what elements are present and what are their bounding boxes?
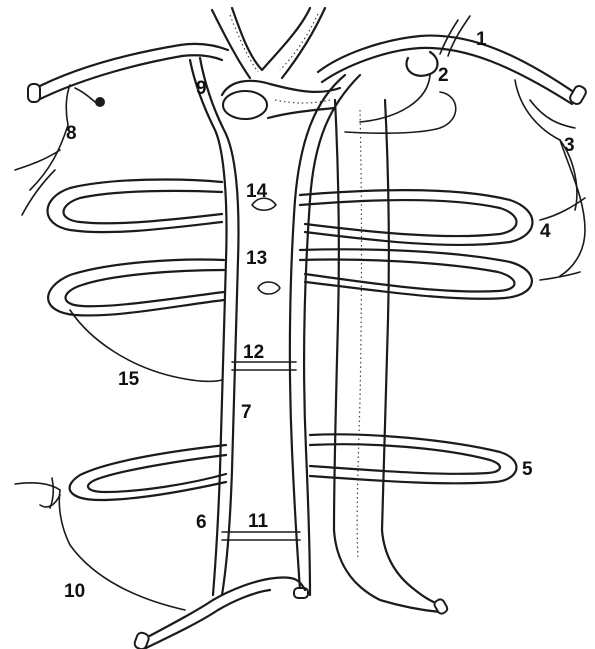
arch-bore [223,91,267,119]
label-12: 12 [243,343,264,362]
label-7: 7 [241,403,252,422]
main-trunk [334,100,449,615]
right-side-branch [560,140,585,276]
label-5: 5 [522,460,533,479]
label-14: 14 [246,182,267,201]
left-vessel-stump [28,84,40,102]
inner-vertical-vessel [290,75,360,598]
label-8: 8 [66,124,77,143]
label-2: 2 [438,66,449,85]
label-11: 11 [248,512,268,531]
lower-left-branches [15,478,305,649]
label-4: 4 [540,222,551,241]
valve-dot [95,97,105,107]
label-15: 15 [118,370,139,389]
upper-intercostal-loops [48,180,586,245]
right-upper-branches [318,16,588,210]
neck-vessels [212,8,325,78]
label-9: 9 [196,79,207,98]
label-3: 3 [564,136,575,155]
branch-15 [70,310,222,381]
middle-intercostal-loops [48,249,580,315]
valve-shapes [252,198,280,294]
label-1: 1 [476,30,487,49]
label-10: 10 [64,582,85,601]
label-6: 6 [196,513,207,532]
label-13: 13 [246,249,267,268]
left-upper-branches [15,44,228,215]
